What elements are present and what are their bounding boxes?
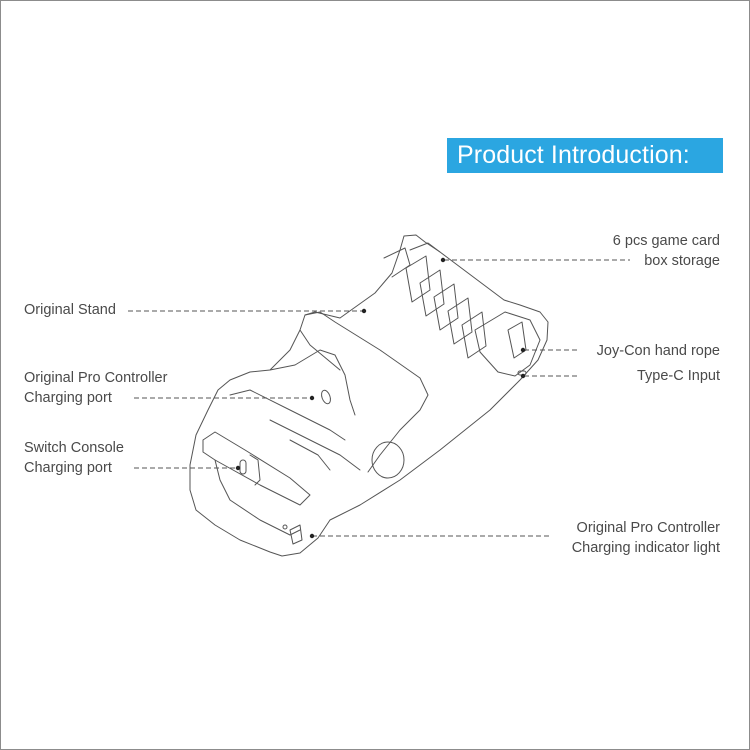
- label-pro-controller-port: Original Pro Controller Charging port: [24, 370, 168, 406]
- dock-outline: [189, 234, 549, 557]
- leader-lines: [128, 259, 630, 537]
- label-type-c-input: Type-C Input: [636, 368, 720, 384]
- label-pro-controller-indicator: Original Pro Controller Charging indicat…: [571, 520, 720, 556]
- page-title: Product Introduction:: [447, 138, 723, 173]
- label-joycon-hand-rope: Joy-Con hand rope: [596, 343, 720, 359]
- label-game-card-storage: 6 pcs game card box storage: [612, 233, 720, 269]
- label-switch-console-port: Switch Console Charging port: [24, 440, 124, 476]
- callout-dots: [235, 257, 526, 539]
- label-original-stand: Original Stand: [24, 302, 116, 318]
